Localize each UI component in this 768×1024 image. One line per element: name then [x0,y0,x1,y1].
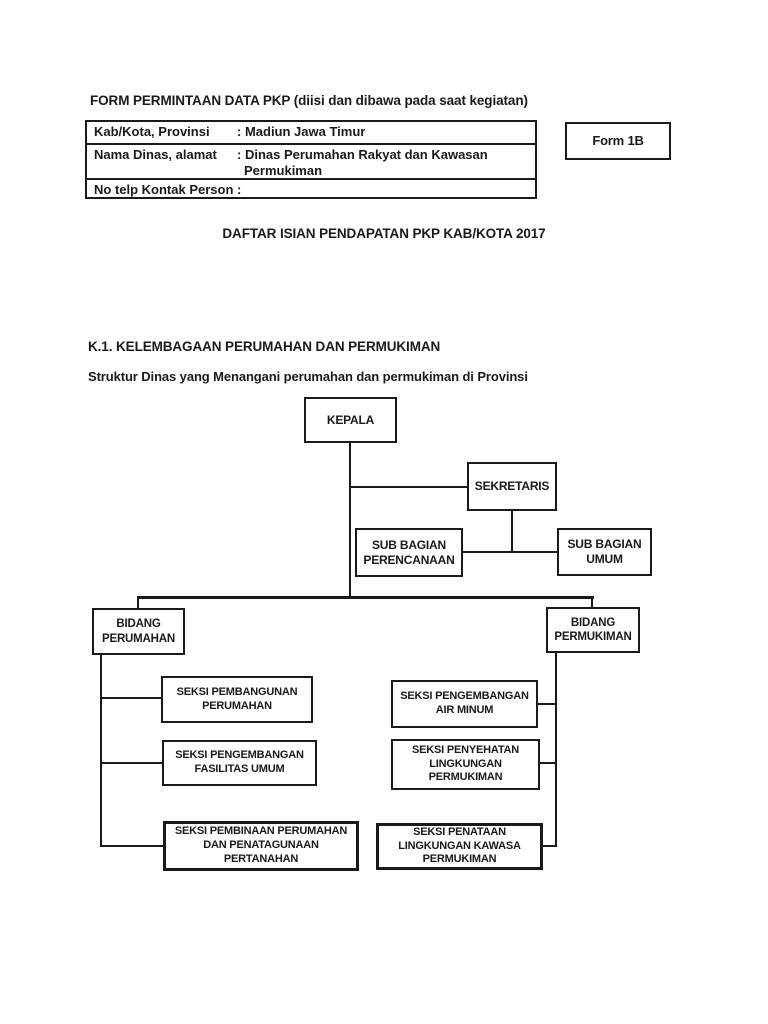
row-value: : [237,182,242,197]
org-node-bidang-permukiman: BIDANG PERMUKIMAN [546,607,640,653]
section-title: DAFTAR ISIAN PENDAPATAN PKP KAB/KOTA 201… [222,226,546,241]
connector-sekretaris-horizontal [349,486,467,488]
row-value-line2: Permukiman [244,163,323,178]
table-row: Kab/Kota, Provinsi : Madiun Jawa Timur [87,122,535,143]
org-node-bidang-perumahan: BIDANG PERUMAHAN [92,608,185,655]
org-node-seksi-pembinaan-perumahan: SEKSI PEMBINAAN PERUMAHAN DAN PENATAGUNA… [163,821,359,871]
row-label: Kab/Kota, Provinsi [94,124,210,139]
row-label: No telp Kontak Person [94,182,234,197]
connector-kepala-vertical [349,443,351,598]
connector-branch-airminum [538,703,557,705]
connector-distribution-horizontal [137,596,594,599]
org-node-sekretaris: SEKRETARIS [467,462,557,511]
connector-branch-fasilitas [100,762,162,764]
row-value: : Madiun Jawa Timur [237,124,366,139]
connector-left-spine [100,655,102,847]
org-node-seksi-penyehatan-lingkungan: SEKSI PENYEHATAN LINGKUNGAN PERMUKIMAN [391,739,540,790]
subheading-struktur: Struktur Dinas yang Menangani perumahan … [88,369,528,384]
row-value-line1: : Dinas Perumahan Rakyat dan Kawasan [237,147,488,162]
table-row: Nama Dinas, alamat : Dinas Perumahan Rak… [87,143,535,178]
connector-branch-penataan [543,845,557,847]
connector-right-spine [555,653,557,847]
form-tag-box: Form 1B [565,122,671,160]
org-node-seksi-pengembangan-fasilitas-umum: SEKSI PENGEMBANGAN FASILITAS UMUM [162,740,317,786]
form-title: FORM PERMINTAAN DATA PKP (diisi dan diba… [90,93,528,108]
info-table: Kab/Kota, Provinsi : Madiun Jawa Timur N… [85,120,537,199]
org-node-kepala: KEPALA [304,397,397,443]
org-node-seksi-pembangunan-perumahan: SEKSI PEMBANGUNAN PERUMAHAN [161,676,313,723]
row-value: : Dinas Perumahan Rakyat dan Kawasan Per… [237,145,535,178]
org-node-sub-bagian-umum: SUB BAGIAN UMUM [557,528,652,576]
org-node-seksi-pengembangan-air-minum: SEKSI PENGEMBANGAN AIR MINUM [391,680,538,728]
connector-subbagian-horizontal [463,551,557,553]
connector-stub-right [591,596,593,607]
table-row: No telp Kontak Person : [87,178,535,197]
org-node-sub-bagian-perencanaan: SUB BAGIAN PERENCANAAN [355,528,463,577]
connector-sekretaris-drop [511,511,513,552]
connector-stub-left [137,596,139,608]
org-node-seksi-penataan-lingkungan: SEKSI PENATAAN LINGKUNGAN KAWASA PERMUKI… [376,823,543,870]
connector-branch-pembinaan [100,845,163,847]
heading-k1: K.1. KELEMBAGAAN PERUMAHAN DAN PERMUKIMA… [88,339,441,354]
connector-branch-pembangunan [100,697,161,699]
row-label: Nama Dinas, alamat [94,147,217,162]
connector-branch-penyehatan [540,762,557,764]
